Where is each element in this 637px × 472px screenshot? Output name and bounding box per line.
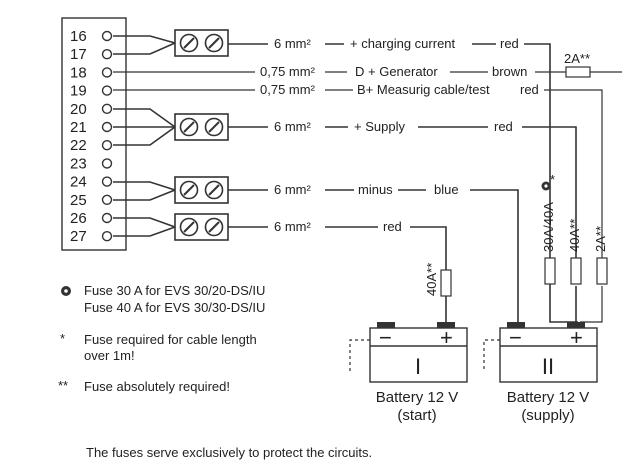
w1-size: 6 mm² bbox=[274, 36, 312, 51]
w4-color: red bbox=[494, 119, 513, 134]
battery-start-minus: − bbox=[379, 325, 392, 350]
battery-supply: − + II Battery 12 V (supply) bbox=[483, 322, 598, 424]
terminal-22-pin bbox=[101, 139, 113, 151]
fuse-c-label: 2A** bbox=[593, 226, 608, 252]
w5-size: 6 mm² bbox=[274, 182, 312, 197]
legend-dstar-line: Fuse absolutely required! bbox=[84, 379, 230, 394]
legend-dstar-mark: ** bbox=[58, 378, 68, 393]
terminal-21-pin bbox=[101, 121, 113, 133]
screw-connector-2 bbox=[174, 113, 229, 141]
fuse-40a bbox=[570, 257, 582, 285]
terminal-18-pin bbox=[101, 67, 113, 78]
legend: Fuse 30 A for EVS 30/20-DS/IU Fuse 40 A … bbox=[58, 283, 265, 394]
terminal-27-label: 27 bbox=[70, 228, 87, 245]
terminal-17-label: 17 bbox=[70, 46, 87, 63]
fuse-labels: 2A** 30A/40A * 40A** 2A** 40A** bbox=[424, 51, 608, 296]
w2-color: brown bbox=[492, 64, 527, 79]
w2-signal: D + Generator bbox=[355, 64, 438, 79]
wire-labels: 6 mm² + charging current red 0,75 mm² D … bbox=[260, 36, 539, 234]
legend-star-line1: Fuse required for cable length bbox=[84, 332, 257, 347]
terminal-24-label: 24 bbox=[70, 174, 87, 191]
battery-supply-numeral: II bbox=[542, 354, 554, 379]
w5-color: blue bbox=[434, 182, 459, 197]
fuse-symbols bbox=[440, 66, 608, 297]
battery-start-label: Battery 12 V bbox=[376, 389, 459, 406]
terminal-19-label: 19 bbox=[70, 83, 87, 100]
w6-size: 6 mm² bbox=[274, 219, 312, 234]
terminal-18-label: 18 bbox=[70, 64, 87, 81]
fuse-top-label: 2A** bbox=[564, 51, 590, 66]
battery-supply-sublabel: (supply) bbox=[521, 407, 574, 424]
screw-connector-4 bbox=[174, 213, 229, 241]
w5-signal: minus bbox=[358, 182, 393, 197]
w3-color: red bbox=[520, 82, 539, 97]
fuse-top bbox=[565, 66, 591, 78]
fuse-b-label: 40A** bbox=[567, 219, 582, 252]
terminal-block bbox=[61, 17, 127, 251]
terminal-26-label: 26 bbox=[70, 210, 87, 227]
w3-size: 0,75 mm² bbox=[260, 82, 316, 97]
terminal-23-pin bbox=[101, 158, 113, 169]
w4-signal: + Supply bbox=[354, 119, 405, 134]
battery-start-plus: + bbox=[440, 325, 453, 350]
legend-line2: Fuse 40 A for EVS 30/30-DS/IU bbox=[84, 300, 265, 315]
terminal-27-pin bbox=[101, 230, 113, 242]
terminal-20-pin bbox=[101, 103, 113, 115]
battery-supply-label: Battery 12 V bbox=[507, 389, 590, 406]
legend-ring-icon-center bbox=[64, 289, 68, 293]
wire-lines bbox=[113, 35, 622, 323]
terminal-16-label: 16 bbox=[70, 28, 87, 45]
legend-line1: Fuse 30 A for EVS 30/20-DS/IU bbox=[84, 283, 265, 298]
terminal-17-pin bbox=[101, 49, 113, 60]
legend-star-line2: over 1m! bbox=[84, 348, 135, 363]
terminal-23-label: 23 bbox=[70, 155, 87, 172]
w1-signal: + charging current bbox=[350, 36, 456, 51]
w6-color: red bbox=[383, 219, 402, 234]
battery-start-sublabel: (start) bbox=[397, 407, 436, 424]
battery-start: − + I Battery 12 V (start) bbox=[349, 322, 468, 424]
screw-connector-3 bbox=[174, 176, 229, 204]
footer-note: The fuses serve exclusively to protect t… bbox=[86, 445, 372, 460]
screw-connectors bbox=[174, 29, 229, 241]
fuse-2a bbox=[596, 257, 608, 285]
fuse-start-label: 40A** bbox=[424, 263, 439, 296]
battery-supply-plus: + bbox=[570, 325, 583, 350]
terminal-25-pin bbox=[101, 194, 113, 206]
terminal-25-label: 25 bbox=[70, 192, 87, 209]
fuse-a-star: * bbox=[550, 172, 555, 187]
w3-signal: B+ Measurig cable/test bbox=[357, 82, 490, 97]
fuse-a-label: 30A/40A bbox=[541, 202, 556, 252]
screw-connector-1 bbox=[174, 29, 229, 57]
battery-start-numeral: I bbox=[415, 354, 421, 379]
w2-size: 0,75 mm² bbox=[260, 64, 316, 79]
terminal-26-pin bbox=[101, 212, 113, 224]
fuse-start bbox=[440, 269, 452, 297]
terminal-16-pin bbox=[101, 30, 113, 42]
terminal-22-label: 22 bbox=[70, 137, 87, 154]
fuse-ring-marker-center bbox=[544, 184, 548, 188]
w1-color: red bbox=[500, 36, 519, 51]
terminal-20-label: 20 bbox=[70, 101, 87, 118]
terminal-19-pin bbox=[101, 85, 113, 96]
w4-size: 6 mm² bbox=[274, 119, 312, 134]
battery-supply-minus: − bbox=[509, 325, 522, 350]
terminal-21-label: 21 bbox=[70, 119, 87, 136]
terminal-24-pin bbox=[101, 176, 113, 187]
legend-star-mark: * bbox=[60, 331, 65, 346]
fuse-30a-40a bbox=[544, 257, 556, 285]
